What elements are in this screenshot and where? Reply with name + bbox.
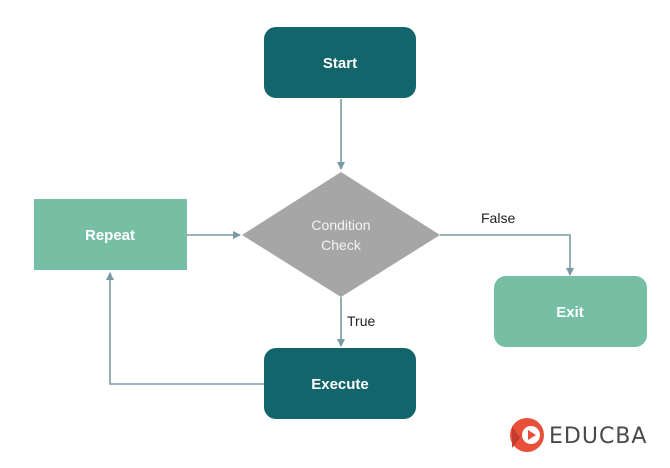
brand-logo: EDUCBA [510,418,647,452]
condition-diamond [242,172,440,297]
condition-label-line2: Check [321,237,362,253]
repeat-node: Repeat [34,199,187,270]
arrow-condition-to-exit [440,234,574,276]
exit-label: Exit [556,304,584,321]
exit-node: Exit [494,276,647,347]
true-edge-label: True [347,313,375,329]
start-box [264,27,416,98]
condition-label-line1: Condition [311,217,370,233]
false-edge-label: False [481,210,515,226]
exit-box [494,276,647,347]
execute-box [264,348,416,419]
connectors [106,99,574,385]
repeat-label: Repeat [85,227,135,244]
execute-node: Execute [264,348,416,419]
arrow-execute-to-repeat [106,272,264,385]
condition-node: Condition Check [242,172,440,297]
execute-label: Execute [311,376,369,393]
start-node: Start [264,27,416,98]
start-label: Start [323,55,357,72]
repeat-box [34,199,187,270]
educba-logo-icon [510,418,544,452]
brand-name: EDUCBA [549,424,647,449]
